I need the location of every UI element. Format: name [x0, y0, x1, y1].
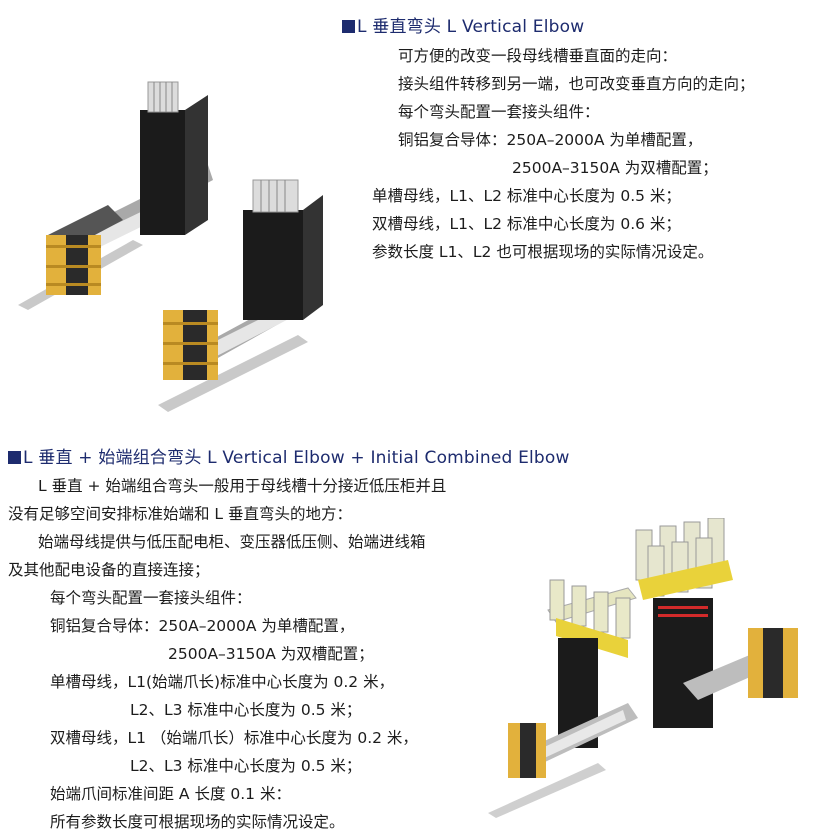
section2-line-2: 没有足够空间安排标准始端和 L 垂直弯头的地方：: [8, 505, 352, 523]
section1-line-3: 每个弯头配置一套接头组件：: [398, 103, 600, 121]
section2-line-9: L2、L3 标准中心长度为 0.5 米；: [130, 701, 362, 719]
section1-line-7: 双槽母线，L1、L2 标准中心长度为 0.6 米；: [372, 215, 681, 233]
square-bullet-icon: [8, 451, 21, 464]
vertical-elbow-illustration: [18, 81, 323, 412]
section2-line-5: 每个弯头配置一套接头组件：: [50, 589, 252, 607]
section1-line-4: 铜铝复合导体：250A–2000A 为单槽配置，: [398, 131, 703, 149]
combined-elbow-illustration: [488, 518, 798, 818]
section1-line-1: 可方便的改变一段母线槽垂直面的走向：: [398, 47, 678, 65]
square-bullet-icon: [342, 20, 355, 33]
double-elbow-drawing: [158, 179, 323, 412]
section2-line-13: 所有参数长度可根据现场的实际情况设定。: [50, 813, 345, 831]
section2-line-11: L2、L3 标准中心长度为 0.5 米；: [130, 757, 362, 775]
section2-line-10: 双槽母线，L1 （始端爪长）标准中心长度为 0.2 米，: [50, 729, 418, 747]
section1-line-8: 参数长度 L1、L2 也可根据现场的实际情况设定。: [372, 243, 714, 261]
section1-line-2: 接头组件转移到另一端，也可改变垂直方向的走向；: [398, 75, 755, 93]
section1-title: L 垂直弯头 L Vertical Elbow: [342, 12, 584, 37]
section2-line-7: 2500A–3150A 为双槽配置；: [168, 645, 374, 663]
section2-title: L 垂直 + 始端组合弯头 L Vertical Elbow + Initial…: [8, 443, 570, 468]
single-elbow-drawing: [46, 81, 213, 295]
section1-line-5: 2500A–3150A 为双槽配置；: [512, 159, 718, 177]
section2-line-8: 单槽母线，L1(始端爪长)标准中心长度为 0.2 米，: [50, 673, 395, 691]
single-combined-elbow-drawing: [488, 579, 638, 818]
section2-line-3: 始端母线提供与低压配电柜、变压器低压侧、始端进线箱: [38, 533, 426, 551]
double-combined-elbow-drawing: [635, 518, 798, 728]
section2-line-6: 铜铝复合导体：250A–2000A 为单槽配置，: [50, 617, 355, 635]
section1-line-6: 单槽母线，L1、L2 标准中心长度为 0.5 米；: [372, 187, 681, 205]
section2-line-12: 始端爪间标准间距 A 长度 0.1 米：: [50, 785, 291, 803]
section2-line-1: L 垂直 + 始端组合弯头一般用于母线槽十分接近低压柜并且: [38, 477, 447, 495]
section2-line-4: 及其他配电设备的直接连接；: [8, 561, 210, 579]
